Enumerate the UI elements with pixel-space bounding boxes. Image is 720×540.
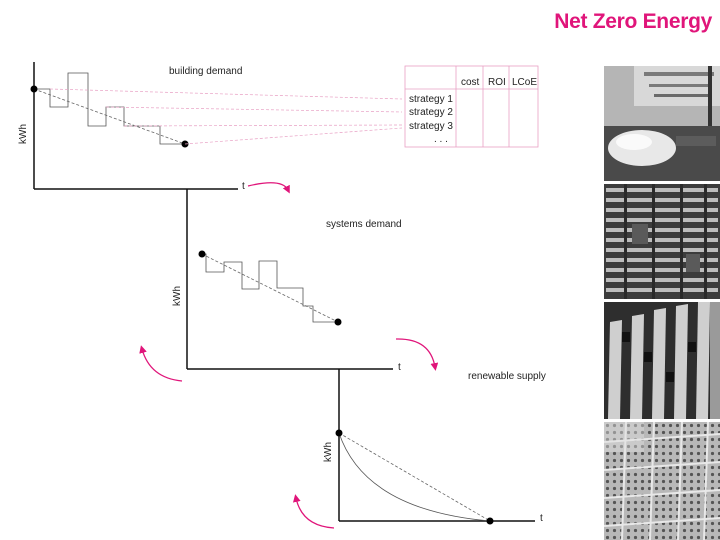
building-demand-steps xyxy=(34,72,185,145)
building-demand-chart: building demand kWh t xyxy=(18,62,245,192)
table-row-strategy-1: strategy 1 xyxy=(409,94,453,105)
building-trend-line xyxy=(33,88,186,145)
building-ylabel: kWh xyxy=(18,124,29,144)
renewable-supply-label: renewable supply xyxy=(468,371,546,382)
table-col-roi: ROI xyxy=(488,77,506,88)
renewable-ylabel: kWh xyxy=(323,442,334,462)
table-row-strategy-2: strategy 2 xyxy=(409,107,453,118)
building-xlabel: t xyxy=(242,181,245,192)
table-row-strategy-3: strategy 3 xyxy=(409,121,453,132)
curved-arrow-icon xyxy=(139,345,183,382)
fin-shading-photo xyxy=(604,302,720,419)
renewable-supply-chart: renewable supply kWh t xyxy=(323,369,546,525)
systems-ylabel: kWh xyxy=(172,286,183,306)
systems-start-point xyxy=(198,250,206,258)
renewable-decay-curve xyxy=(338,432,491,522)
systems-trend-line xyxy=(201,253,339,323)
interior-photo xyxy=(604,66,720,181)
table-col-lcoe: LCoE xyxy=(512,77,537,88)
table-frame xyxy=(404,65,539,148)
renewable-start-point xyxy=(335,429,343,437)
louvered-facade-photo xyxy=(604,184,720,299)
strategy-leader-lines xyxy=(49,88,403,145)
renewable-xlabel: t xyxy=(540,513,543,524)
table-row-ellipsis: . . . xyxy=(434,134,448,145)
perforated-panel-photo xyxy=(604,422,720,540)
curved-arrow-icon xyxy=(293,494,335,529)
building-demand-label: building demand xyxy=(169,66,242,77)
renewable-end-point xyxy=(486,517,494,525)
page-title: Net Zero Energy xyxy=(554,10,712,33)
systems-demand-label: systems demand xyxy=(326,219,402,230)
curved-arrow-icon xyxy=(395,338,439,371)
systems-demand-chart: systems demand kWh t xyxy=(172,189,402,373)
systems-demand-steps xyxy=(202,253,338,323)
building-start-point xyxy=(30,85,38,93)
strategy-table: cost ROI LCoE strategy 1 strategy 2 stra… xyxy=(404,65,539,148)
renewable-trend-line xyxy=(338,432,491,522)
table-col-cost: cost xyxy=(461,77,480,88)
curved-arrow-icon xyxy=(247,182,290,194)
systems-end-point xyxy=(334,318,342,326)
systems-xlabel: t xyxy=(398,362,401,373)
energy-diagram: building demand kWh t cost ROI LCoE stra… xyxy=(18,62,546,529)
